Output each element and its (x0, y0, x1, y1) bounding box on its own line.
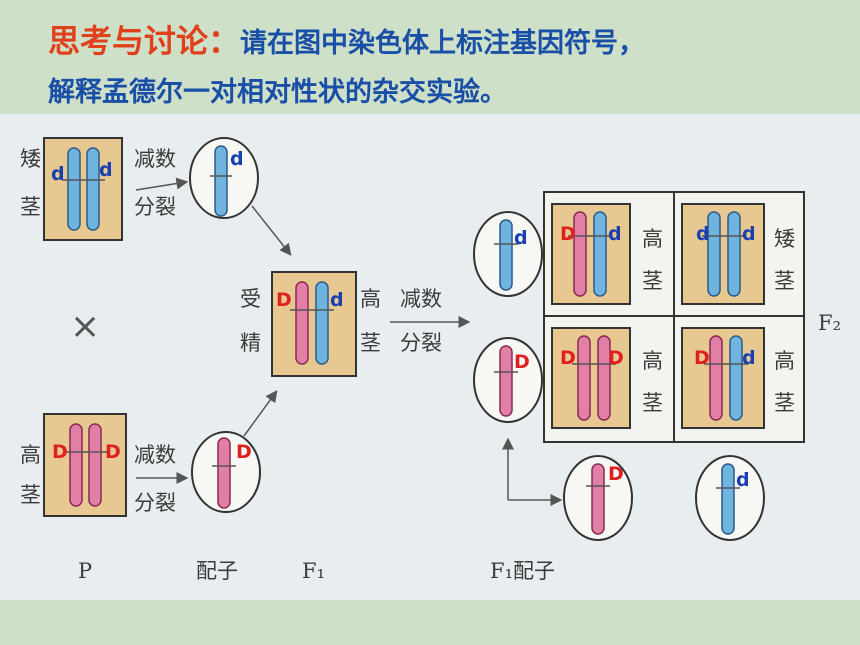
label-f1-gamete-1: d (514, 227, 528, 249)
label-f2-br-2: d (742, 347, 756, 369)
label-f2-tr-2: d (742, 223, 756, 245)
heading-line2: 解释孟德尔一对相对性状的杂交实验。 (48, 77, 507, 108)
label-f1: F₁ (302, 559, 325, 583)
f2-tr-trait-1: 矮 (774, 227, 795, 251)
fertilization-1: 受 (240, 287, 261, 311)
label-parent-tall-1: D (52, 441, 68, 463)
f2-bl-trait-1: 高 (642, 349, 663, 373)
f2-cell-bottom-right (681, 327, 765, 429)
f2-br-trait-2: 茎 (774, 391, 795, 415)
parent-dwarf-cell (43, 137, 123, 241)
gamete-dwarf-chromosome (214, 145, 228, 217)
parent-dwarf-char2: 茎 (20, 195, 41, 219)
label-parent-tall-2: D (105, 441, 121, 463)
label-f1-gamete: F₁配子 (490, 559, 555, 583)
cross-sign: × (70, 306, 100, 347)
fertilization-2: 精 (240, 331, 261, 355)
parent-dwarf-char1: 矮 (20, 147, 41, 171)
label-f1-gamete-3: D (608, 463, 624, 485)
label-gamete: 配子 (196, 559, 238, 583)
label-f1-1: D (276, 289, 292, 311)
f2-tl-trait-2: 茎 (642, 269, 663, 293)
arrow-meiosis-top (135, 177, 189, 191)
label-f2-bl-1: D (560, 347, 576, 369)
label-f1-gamete-4: d (736, 469, 750, 491)
parent-dwarf-chromosomes (62, 147, 105, 231)
parent-tall-char2: 茎 (20, 483, 41, 507)
parent-tall-char1: 高 (20, 443, 41, 467)
gamete-tall-chromosome (217, 437, 231, 509)
meiosis-top-1: 减数 (134, 147, 176, 171)
meiosis-top-2: 分裂 (134, 195, 176, 219)
arrow-to-f1-top (251, 205, 292, 256)
f2-tr-trait-2: 茎 (774, 269, 795, 293)
arrow-to-f1-bottom (243, 390, 278, 437)
meiosis-f1-2: 分裂 (400, 331, 442, 355)
heading-lead: 思考与讨论： (48, 22, 241, 60)
label-f2-tl-2: d (608, 223, 622, 245)
label-parent-dwarf-1: d (51, 163, 65, 185)
parent-tall-cell (43, 413, 127, 517)
f1-cell (271, 271, 357, 377)
label-f2-tl-1: D (560, 223, 576, 245)
label-parent-dwarf-2: d (99, 159, 113, 181)
slide-heading: 思考与讨论：请在图中染色体上标注基因符号， 解释孟德尔一对相对性状的杂交实验。 (48, 18, 848, 116)
label-f2-tr-1: d (696, 223, 710, 245)
label-f1-2: d (330, 289, 344, 311)
f2-cell-top-left (551, 203, 631, 305)
label-f2-br-1: D (694, 347, 710, 369)
label-f2-bl-2: D (608, 347, 624, 369)
f2-cell-bottom-left (551, 327, 631, 429)
label-gamete-tall: D (236, 441, 252, 463)
label-gamete-dwarf: d (230, 148, 244, 170)
f2-label: F₂ (818, 311, 841, 335)
f2-br-trait-1: 高 (774, 349, 795, 373)
f1-chromosomes (290, 281, 334, 365)
heading-line1: 请在图中染色体上标注基因符号， (240, 28, 646, 59)
label-f1-gamete-2: D (514, 351, 530, 373)
parent-tall-chromosomes (64, 423, 107, 507)
f2-tl-trait-1: 高 (642, 227, 663, 251)
f1-tall-2: 茎 (360, 331, 381, 355)
f2-bl-trait-2: 茎 (642, 391, 663, 415)
meiosis-f1-1: 减数 (400, 287, 442, 311)
f2-cell-top-right (681, 203, 765, 305)
label-p: P (78, 559, 92, 583)
meiosis-bottom-2: 分裂 (134, 491, 176, 515)
f1-tall-1: 高 (360, 287, 381, 311)
meiosis-bottom-1: 减数 (134, 443, 176, 467)
